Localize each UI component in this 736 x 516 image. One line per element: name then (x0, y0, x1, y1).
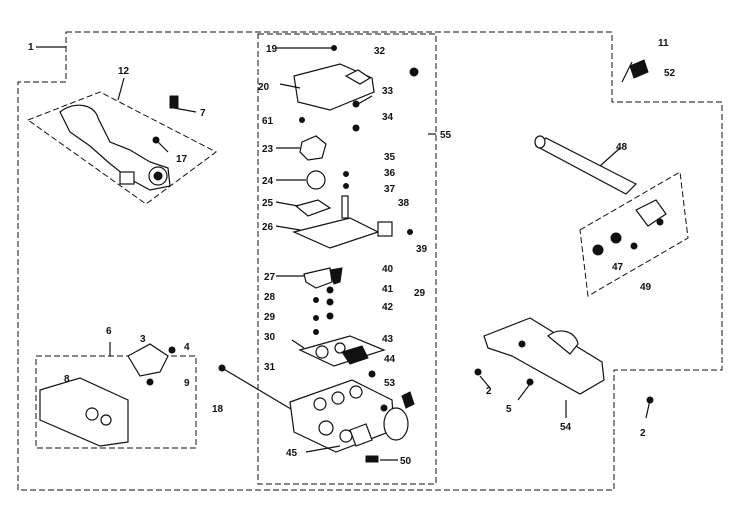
callout-19: 19 (266, 44, 278, 55)
callout-42: 42 (382, 302, 394, 313)
callout-30: 30 (264, 332, 276, 343)
callout-1: 1 (28, 42, 34, 53)
callout-29-right: 29 (414, 288, 426, 299)
outer-boundary (17, 31, 723, 491)
callout-26: 26 (262, 222, 274, 233)
callout-43: 43 (382, 334, 394, 345)
callout-27: 27 (264, 272, 276, 283)
callout-labels: 1 12 7 17 19 20 32 33 61 34 55 23 35 36 … (28, 38, 676, 467)
callout-34: 34 (382, 112, 394, 123)
callout-29-left: 29 (264, 312, 276, 323)
callout-37: 37 (384, 184, 396, 195)
callout-55: 55 (440, 130, 452, 141)
callout-40: 40 (382, 264, 394, 275)
callout-23: 23 (262, 144, 274, 155)
center-assembly-box (257, 33, 437, 485)
callout-25: 25 (262, 198, 274, 209)
callout-12: 12 (118, 66, 130, 77)
callout-31: 31 (264, 362, 276, 373)
callout-36: 36 (384, 168, 396, 179)
callout-20: 20 (258, 82, 270, 93)
callout-7: 7 (200, 108, 206, 119)
callout-47: 47 (612, 262, 624, 273)
callout-35: 35 (384, 152, 396, 163)
callout-52: 52 (664, 68, 676, 79)
center-parts (289, 45, 419, 463)
callout-33: 33 (382, 86, 394, 97)
callout-5: 5 (506, 404, 512, 415)
callout-11: 11 (658, 38, 669, 49)
callout-17: 17 (176, 154, 188, 165)
part-6-group (35, 343, 197, 449)
callout-18: 18 (212, 404, 224, 415)
callout-2-left: 2 (486, 386, 492, 397)
callout-28: 28 (264, 292, 276, 303)
callout-32: 32 (374, 46, 386, 57)
callout-38: 38 (398, 198, 410, 209)
callout-50: 50 (400, 456, 412, 467)
callout-41: 41 (382, 284, 394, 295)
callout-53: 53 (384, 378, 396, 389)
callout-8: 8 (64, 374, 70, 385)
part-12-group (26, 91, 217, 205)
callout-2-right: 2 (640, 428, 646, 439)
callout-4: 4 (184, 342, 190, 353)
callout-54: 54 (560, 422, 572, 433)
callout-44: 44 (384, 354, 396, 365)
callout-24: 24 (262, 176, 274, 187)
part-11-52 (621, 59, 649, 83)
callout-48: 48 (616, 142, 628, 153)
leader-lines (36, 46, 621, 461)
callout-3: 3 (140, 334, 146, 345)
callout-61: 61 (262, 116, 274, 127)
callout-45: 45 (286, 448, 298, 459)
part-48-rod (534, 135, 638, 195)
part-18-line (218, 364, 297, 413)
callout-39: 39 (416, 244, 428, 255)
part-49-group (579, 171, 689, 297)
callout-49: 49 (640, 282, 652, 293)
callout-6: 6 (106, 326, 112, 337)
part-54-plate (474, 317, 654, 419)
callout-9: 9 (184, 378, 190, 389)
